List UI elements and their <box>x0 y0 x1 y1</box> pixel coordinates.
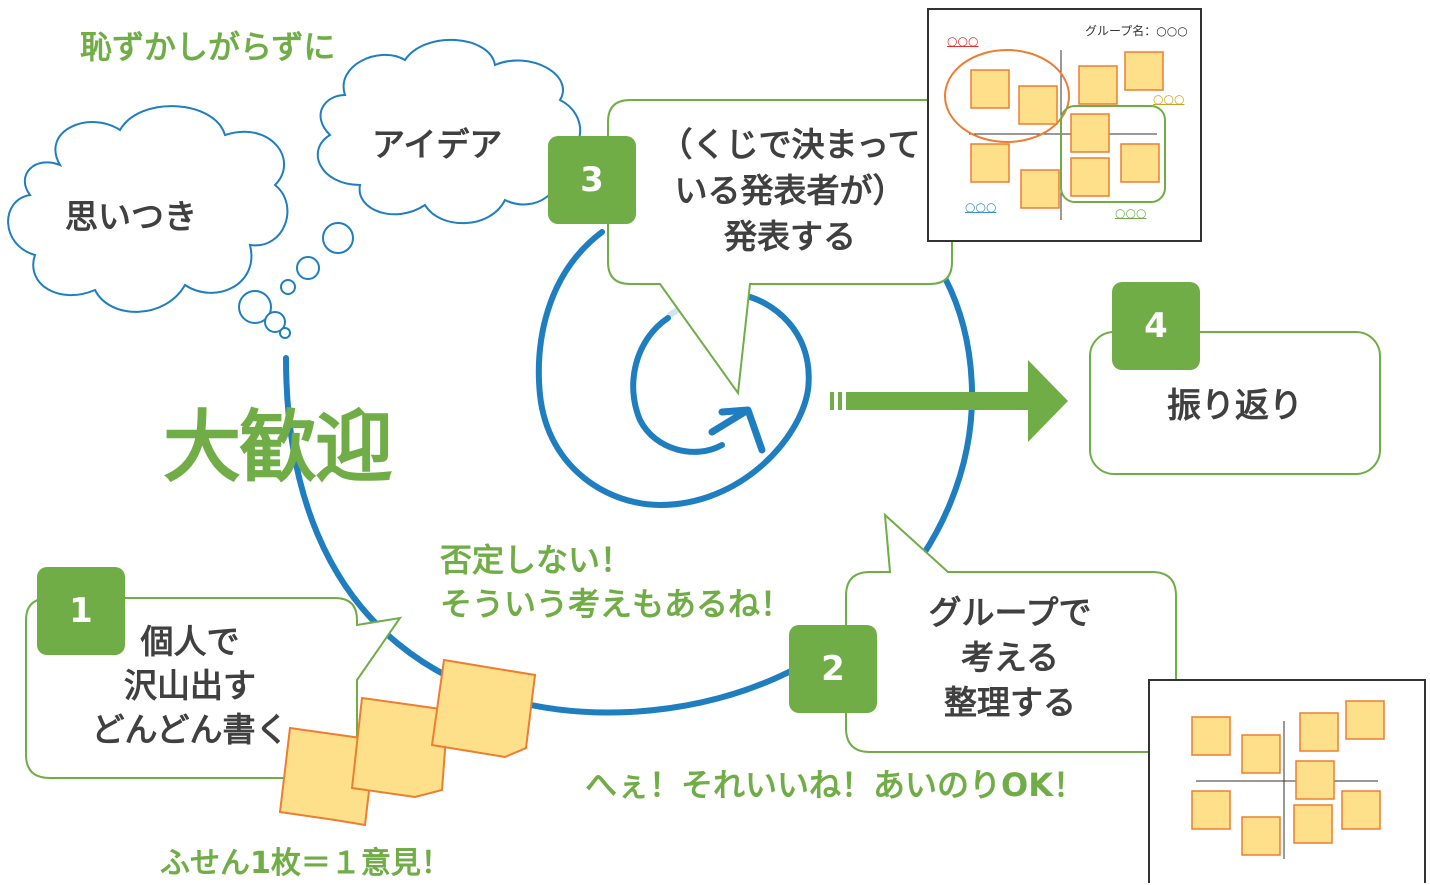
step3-line-1: （くじで決まって <box>659 125 921 164</box>
step2-text: グループで 考える 整理する <box>890 590 1130 725</box>
cloud-text-left: 思いつき <box>65 197 197 236</box>
welcome-heading: 大歓迎 <box>163 403 393 493</box>
group-board-graphics <box>944 49 1166 220</box>
step1-line-3: どんどん書く <box>91 710 289 749</box>
step2-line-3: 整理する <box>944 683 1076 722</box>
step4-text: 振り返り <box>1167 386 1303 426</box>
step3-text: （くじで決まって いる発表者が） 発表する <box>640 122 940 260</box>
individual-board-graphics <box>1191 700 1385 859</box>
top-caption: 恥ずかしがらずに <box>80 28 336 66</box>
group-name-label: グループ名：○○○ <box>1085 24 1188 38</box>
group-board-panel: グループ名：○○○ ○○○ ○○○ ○○○ ○○○ <box>927 8 1202 242</box>
fusen-note: ふせん1枚＝１意見！ <box>160 846 451 881</box>
group-label-red: ○○○ <box>947 34 979 48</box>
group-label-blue: ○○○ <box>965 200 997 214</box>
step3-line-2: いる発表者が） <box>674 171 906 210</box>
step1-line-2: 沢山出す <box>124 666 256 705</box>
cloud-text-right: アイデア <box>372 125 503 164</box>
step1-text: 個人で 沢山出す どんどん書く <box>70 620 310 752</box>
step-badge-4: 4 <box>1112 282 1200 370</box>
group-label-yellow: ○○○ <box>1153 92 1185 106</box>
step3-line-3: 発表する <box>724 217 856 256</box>
step-badge-3: 3 <box>548 136 636 224</box>
step-badge-1: 1 <box>37 567 125 655</box>
right-arrow-icon <box>830 360 1068 442</box>
step-badge-2: 2 <box>789 625 877 713</box>
hee-note: へぇ！それいいね！あいのりOK！ <box>585 766 1086 804</box>
no-denial-line-1: 否定しない！ <box>440 541 633 579</box>
no-denial-note: 否定しない！ そういう考えもあるね！ <box>440 538 792 626</box>
thought-cloud-icon <box>7 39 582 339</box>
group-label-green: ○○○ <box>1115 206 1147 220</box>
individual-board-panel <box>1148 679 1426 883</box>
step2-line-1: グループで <box>928 593 1092 632</box>
sticky-note-icon <box>1191 700 1385 856</box>
step2-line-2: 考える <box>960 638 1059 677</box>
step2-callout <box>845 512 1177 753</box>
no-denial-line-2: そういう考えもあるね！ <box>440 585 793 623</box>
step1-line-1: 個人で <box>140 622 240 661</box>
sticky-note-icon <box>970 51 1164 209</box>
sticky-note-icon <box>278 658 537 827</box>
